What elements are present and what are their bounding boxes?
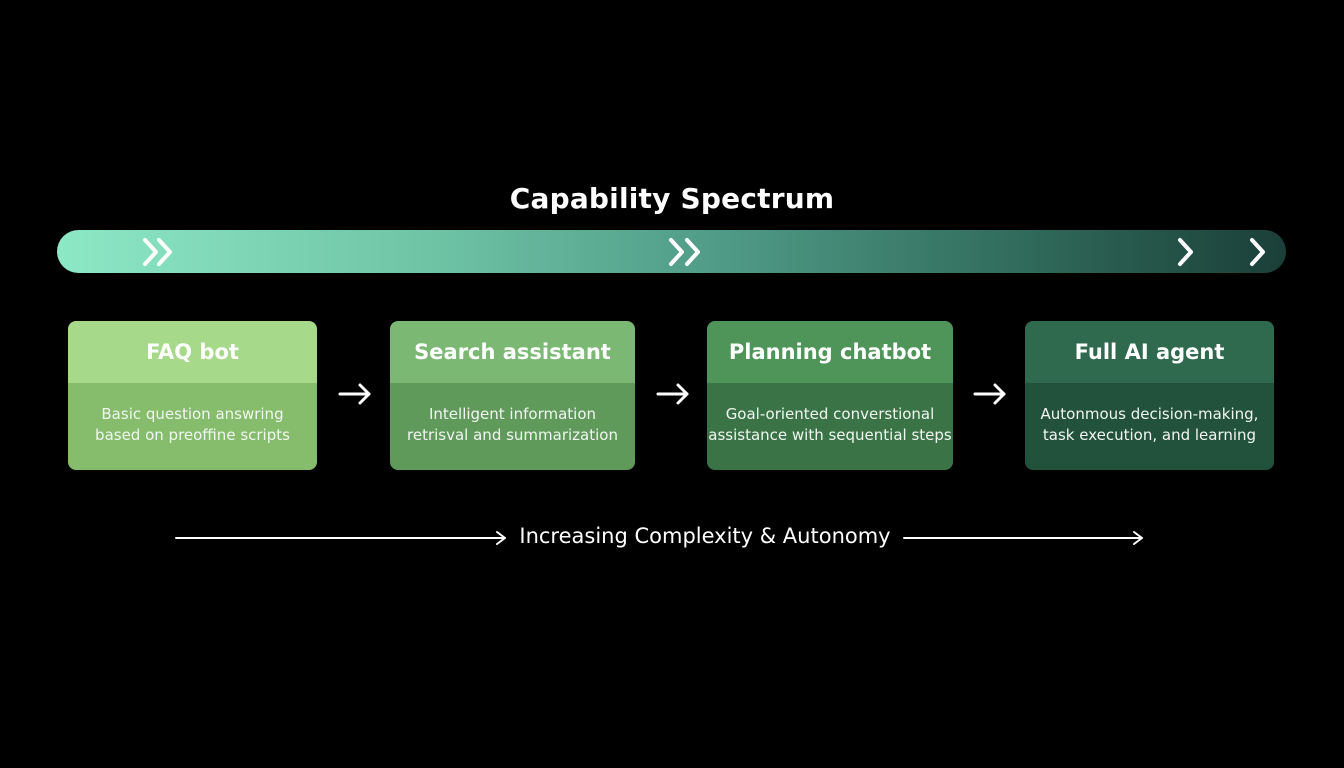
stage-description-line: Goal-oriented converstional: [725, 404, 935, 423]
stage-description-line: Intelligent information: [428, 404, 597, 423]
stage-title: FAQ bot: [68, 321, 317, 383]
diagram-title: Capability Spectrum: [509, 182, 835, 215]
stage-description-line: assistance with sequential steps: [708, 425, 952, 444]
stage-card-planning-chatbot: Planning chatbot Goal-oriented conversti…: [707, 321, 953, 470]
stage-title: Planning chatbot: [707, 321, 953, 383]
stage-title: Full AI agent: [1025, 321, 1274, 383]
stage-title: Search assistant: [390, 321, 635, 383]
stage-description-line: retrisval and summarization: [407, 425, 618, 444]
chevron-right-icon: [1247, 230, 1271, 273]
stage-description: Intelligent information retrisval and su…: [390, 383, 635, 470]
axis-label: Increasing Complexity & Autonomy: [519, 524, 891, 548]
stage-description-line: Autonmous decision-making,: [1040, 404, 1259, 423]
stage-description: Basic question answring based on preoffi…: [68, 383, 317, 470]
stage-card-full-ai-agent: Full AI agent Autonmous decision-making,…: [1025, 321, 1274, 470]
stage-card-search-assistant: Search assistant Intelligent information…: [390, 321, 635, 470]
capability-spectrum-bar: [57, 230, 1286, 273]
stage-card-faq-bot: FAQ bot Basic question answring based on…: [68, 321, 317, 470]
chevron-right-icon: [1175, 230, 1199, 273]
arrow-right-icon: [656, 383, 689, 405]
arrow-right-icon: [338, 383, 371, 405]
axis-arrow-right-segment: [903, 531, 1143, 545]
stage-description-line: task execution, and learning: [1042, 425, 1257, 444]
stage-description-line: based on preoffine scripts: [95, 425, 290, 444]
arrow-right-icon: [973, 383, 1006, 405]
stage-description: Autonmous decision-making, task executio…: [1025, 383, 1274, 470]
axis-arrow-left-segment: [175, 531, 506, 545]
double-chevron-right-icon: [667, 230, 711, 273]
stage-description: Goal-oriented converstional assistance w…: [707, 383, 953, 470]
stage-description-line: Basic question answring: [101, 404, 284, 423]
double-chevron-right-icon: [141, 230, 181, 273]
